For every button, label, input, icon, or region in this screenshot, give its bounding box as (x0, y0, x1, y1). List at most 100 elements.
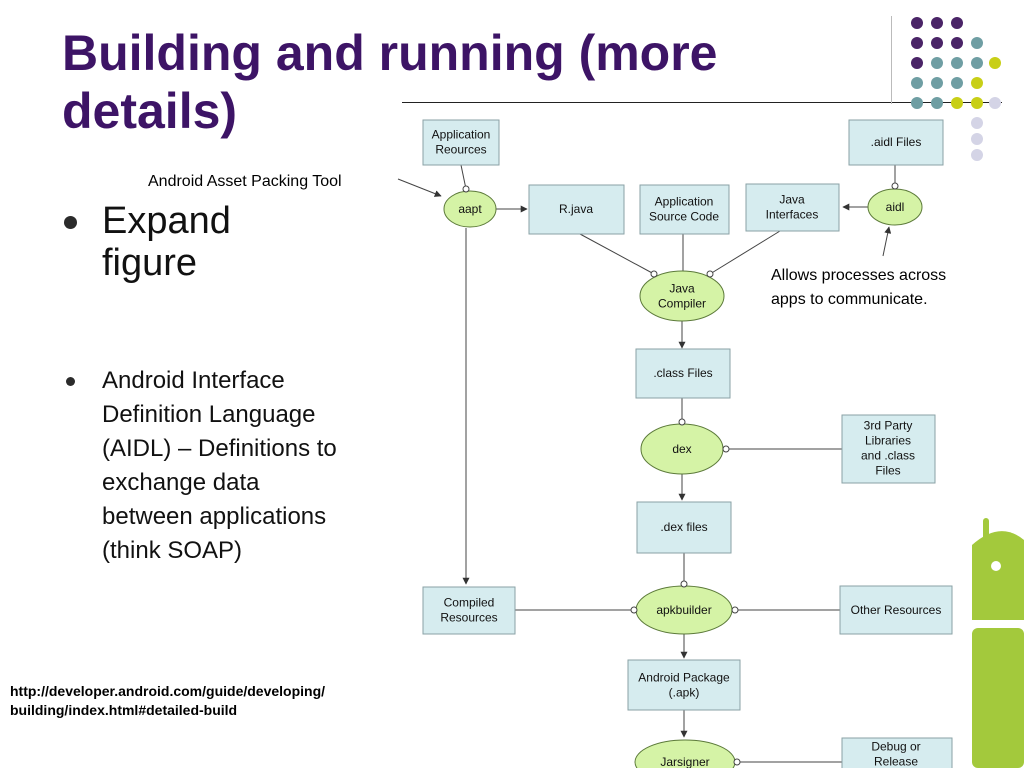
dot-row-8 (971, 149, 983, 161)
box-class-files: .class Files (635, 348, 731, 399)
annotation-aidl-line-1: Allows processes across (771, 267, 946, 284)
port (891, 182, 899, 190)
box-dex-files: .dex files (636, 501, 732, 554)
edge-ports (462, 182, 899, 766)
box-debug-release-label-2: Release (874, 755, 918, 768)
dot-row-4 (911, 77, 983, 89)
box-app-source-label-2: Source Code (649, 210, 719, 224)
box-java-interfaces-label-1: Java (779, 193, 805, 207)
header-rule (402, 102, 1002, 103)
box-aidl-files-label-1: .aidl Files (871, 135, 922, 149)
port (630, 606, 638, 614)
port (462, 185, 470, 193)
box-app-resources-label-1: Application (432, 128, 491, 142)
dot (951, 17, 963, 29)
dot (951, 57, 963, 69)
box-app-resources-label-2: Reources (435, 143, 486, 157)
source-url[interactable]: http://developer.android.com/guide/devel… (10, 683, 326, 718)
dot (971, 57, 983, 69)
slide-title: Building and running (more details) (62, 25, 718, 139)
dot-row-5 (911, 97, 1001, 109)
node-aapt: aapt (443, 190, 497, 228)
node-dex: dex (640, 423, 724, 475)
node-aidl-label-1: aidl (886, 200, 905, 214)
dot (971, 77, 983, 89)
port (722, 445, 730, 453)
box-android-package-label-2: (.apk) (669, 686, 700, 700)
dot (971, 97, 983, 109)
port (680, 580, 688, 588)
header-divider (891, 16, 892, 104)
dot (989, 97, 1001, 109)
box-compiled-resources-label-1: Compiled (444, 596, 495, 610)
box-other-resources-label-1: Other Resources (851, 603, 942, 617)
port (706, 270, 714, 278)
port (650, 270, 658, 278)
box-android-package-label-1: Android Package (638, 671, 730, 685)
node-java-compiler-label-2: Compiler (658, 297, 706, 311)
dot (911, 17, 923, 29)
bullet-aidl-definition: Android Interface Definition Language (A… (62, 364, 352, 568)
bullet-expand-figure: Expand figure (62, 200, 302, 284)
node-apkbuilder-label-1: apkbuilder (656, 603, 711, 617)
port (731, 606, 739, 614)
box-dex-files-label-1: .dex files (660, 520, 707, 534)
dot-row-7 (971, 133, 983, 145)
box-app-source-label-1: Application (655, 195, 714, 209)
dot (931, 57, 943, 69)
dot (931, 97, 943, 109)
box-other-resources: Other Resources (839, 585, 953, 635)
dot (911, 77, 923, 89)
dot (989, 57, 1001, 69)
node-apkbuilder: apkbuilder (635, 585, 733, 635)
diagram-edges (460, 164, 896, 763)
dot (911, 37, 923, 49)
box-class-files-label-1: .class Files (653, 366, 712, 380)
box-third-party-label-4: Files (875, 464, 900, 478)
dot (971, 117, 983, 129)
dot (951, 77, 963, 89)
edge-interfaces-to-compiler (709, 230, 781, 275)
dot (971, 133, 983, 145)
node-aapt-label-1: aapt (458, 202, 482, 216)
node-jarsigner: Jarsigner (634, 739, 736, 768)
dot (971, 37, 983, 49)
dot-row-3 (911, 57, 1001, 69)
box-java-interfaces-label-2: Interfaces (766, 208, 819, 222)
annotation-aidl: Allows processes across apps to communic… (771, 267, 951, 308)
bullet-list: Expand figure Android Interface Definiti… (62, 200, 362, 568)
annotation-aidl-line-2: apps to communicate. (771, 291, 928, 308)
dot-row-1 (911, 17, 963, 29)
dot (951, 37, 963, 49)
annotation-arrow-aidl (882, 226, 892, 257)
dot (931, 17, 943, 29)
dot (911, 97, 923, 109)
box-android-package: Android Package(.apk) (627, 659, 741, 711)
node-aidl: aidl (867, 188, 923, 226)
annotation-arrow-aapt (397, 178, 442, 197)
node-java-compiler-label-1: Java (669, 282, 695, 296)
box-debug-release-label-1: Debug or (871, 740, 920, 754)
dot (951, 97, 963, 109)
box-third-party-label-2: Libraries (865, 434, 911, 448)
dot-row-2 (911, 37, 983, 49)
box-r-java-label-1: R.java (559, 202, 593, 216)
android-robot-icon (972, 518, 1024, 768)
node-dex-label-1: dex (672, 442, 691, 456)
dot (911, 57, 923, 69)
dot (971, 149, 983, 161)
edge-resources-to-aapt (460, 164, 467, 190)
node-jarsigner-label-1: Jarsigner (660, 755, 709, 768)
dot (931, 77, 943, 89)
port (733, 758, 741, 766)
decorative-dot-grid (911, 17, 1001, 161)
box-third-party-label-3: and .class (861, 449, 915, 463)
box-aidl-files: .aidl Files (848, 119, 944, 166)
